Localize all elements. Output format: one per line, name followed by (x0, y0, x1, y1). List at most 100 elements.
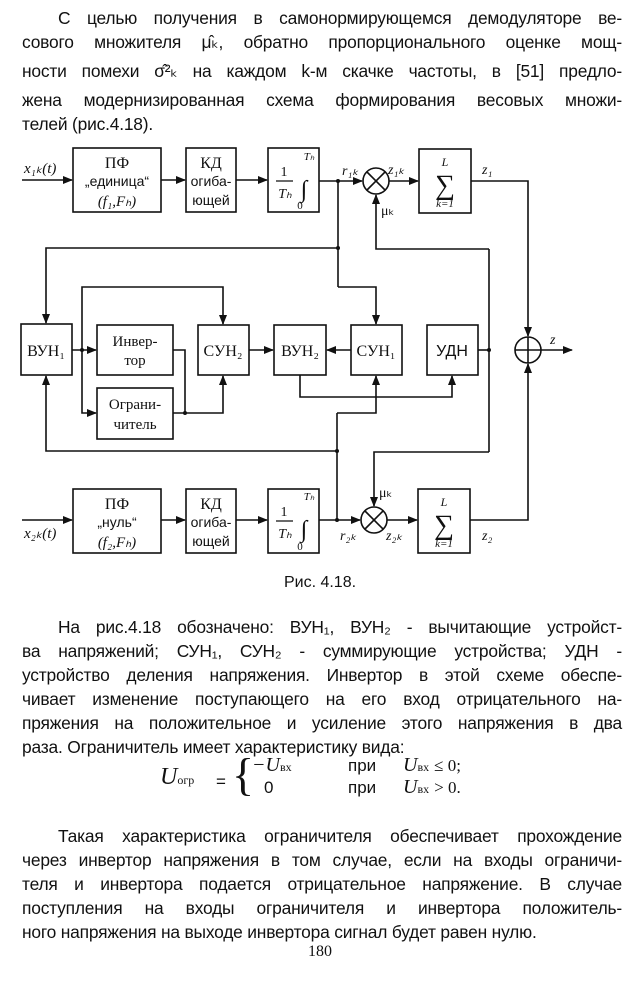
text-line: теля и инвертора подается отрицательное … (22, 874, 622, 894)
bpf2-label: „нуль“ (97, 514, 137, 530)
text-line: поступления на входы ограничителя и инве… (22, 898, 622, 918)
junction-dot (335, 449, 339, 453)
text-line: ва напряжений; СУН₁, СУН₂ - суммирующие … (22, 641, 622, 661)
wire-mu-bottom (370, 451, 489, 507)
sun2-label: СУН₂ (204, 343, 243, 360)
udn-label: УДН (436, 343, 468, 360)
sum1-lower: k=1 (436, 198, 454, 210)
limiter-label: читель (113, 417, 156, 433)
inverter-label: тор (124, 353, 145, 369)
sum-2-box (417, 488, 471, 554)
formula-equals: = (216, 772, 226, 791)
wire-to-vun1-bottom (42, 375, 337, 452)
page-number: 180 (308, 943, 332, 960)
wire-to-sun1-bottom (337, 375, 380, 414)
env1-label: КД (200, 155, 222, 172)
formula-case1-value: −Uвх (252, 754, 292, 776)
signal-mu-top: μₖ (381, 204, 395, 219)
formula-lhs: Uогр (160, 764, 195, 790)
input-label-x2: x₂ₖ(t) (23, 526, 56, 542)
limiter-label: Ограни- (109, 397, 161, 413)
int2-lower: 0 (297, 541, 303, 553)
junction-dot (335, 518, 339, 522)
signal-r2k: r₂ₖ (340, 529, 357, 544)
wire-z1 (471, 180, 532, 337)
text-line: пряжения на положительное и усиление это… (22, 713, 622, 733)
signal-z1: z₁ (481, 163, 492, 178)
junction-dot (80, 348, 84, 352)
bpf1-label: (f₁,Fₕ) (98, 194, 136, 210)
text-line: На рис.4.18 обозначено: ВУН₁, ВУН₂ - выч… (58, 617, 622, 637)
junction-dot (183, 411, 187, 415)
junction-dot (336, 246, 340, 250)
bandpass-filter-2-box (72, 488, 162, 554)
limiter-formula: Uогр = { −Uвх при Uвх ≤ 0; 0 при Uвх > 0… (160, 752, 490, 812)
text-line: ности помехи σ̂²ₖ на каждом k-м скачке ч… (22, 61, 622, 81)
junction-dot (487, 348, 491, 352)
wire-to-sun1-top (338, 286, 380, 325)
formula-case2-word: при (348, 778, 377, 797)
sum2-upper: L (440, 495, 448, 509)
integral-sign: ∫ (299, 177, 309, 204)
env2-label: КД (200, 496, 222, 513)
env2-label: ющей (192, 533, 229, 549)
signal-r1k: r₁ₖ (342, 164, 359, 179)
bpf1-label: ПФ (105, 155, 129, 172)
int1-upper: Tₕ (304, 151, 315, 163)
text-line: сового множителя μ̂ₖ, обратно пропорцион… (22, 32, 622, 52)
text-line: раза. Ограничитель имеет характеристику … (22, 737, 405, 757)
text-line: чивает изменение поступающего на его вхо… (22, 689, 622, 709)
sigma-sign: ∑ (434, 510, 454, 541)
formula-brace: { (232, 749, 255, 800)
integrator-2-box (267, 488, 320, 554)
formula-case1-word: при (348, 756, 377, 775)
signal-z2k: z₂ₖ (385, 529, 403, 544)
signal-z1k: z₁ₖ (387, 163, 405, 178)
text-line: телей (рис.4.18). (22, 114, 154, 134)
wire-to-limiter (81, 350, 97, 417)
input-label-x1: x₁ₖ(t) (23, 161, 56, 177)
env1-label: огиба- (191, 173, 232, 189)
signal-z: z (549, 333, 556, 348)
formula-case1-cond: Uвх ≤ 0; (403, 754, 461, 776)
signal-z2: z₂ (481, 529, 492, 544)
formula-case2-cond: Uвх > 0. (403, 776, 461, 798)
text-line: через инвертор напряжения в том случае, … (22, 850, 622, 870)
integral-sign: ∫ (299, 517, 309, 544)
bpf1-label: „единица“ (85, 173, 149, 189)
int2-den: Tₕ (278, 527, 292, 542)
env2-label: огиба- (191, 514, 232, 530)
vun1-label: ВУН₁ (27, 343, 65, 360)
bpf2-label: ПФ (105, 496, 129, 513)
intro-paragraph: С целью получения в самонормирующемся де… (22, 6, 622, 136)
text-line: ного напряжения на выходе инвертора сигн… (22, 922, 537, 942)
int1-den: Tₕ (278, 187, 292, 202)
int2-num: 1 (281, 505, 288, 520)
wire-inverter-out (173, 349, 186, 413)
signal-mu-bottom: μₖ (379, 486, 393, 501)
wire-mu-top (372, 194, 489, 250)
wire-to-sun2-top (81, 286, 227, 350)
block-diagram: x₁ₖ(t) x₂ₖ(t) ПФ „единица“ (f₁,Fₕ) ПФ „н… (20, 147, 573, 554)
body-paragraph-2: Такая характеристика ограничителя обеспе… (22, 824, 622, 944)
text-line: жена модернизированная схема формировани… (22, 90, 622, 110)
multiplier-1-cross (366, 171, 386, 191)
wire-to-sun2-bottom (173, 375, 227, 414)
body-paragraph-1: На рис.4.18 обозначено: ВУН₁, ВУН₂ - выч… (22, 615, 622, 759)
sum1-upper: L (441, 155, 449, 169)
text-line: С целью получения в самонормирующемся де… (58, 8, 622, 28)
sun1-label: СУН₁ (357, 343, 396, 360)
wire-to-vun1-top (42, 247, 338, 324)
wire-z2 (470, 363, 532, 521)
multiplier-2-cross (364, 510, 384, 530)
envelope-detector-2-box (185, 488, 237, 554)
bpf2-label: (f₂,Fₕ) (98, 535, 136, 551)
int1-num: 1 (281, 165, 288, 180)
junction-dot (336, 179, 340, 183)
inverter-label: Инвер- (112, 334, 157, 350)
text-line: Такая характеристика ограничителя обеспе… (58, 826, 622, 846)
sigma-sign: ∑ (435, 170, 455, 201)
int2-upper: Tₕ (304, 491, 315, 503)
integrator-1-box (267, 147, 320, 213)
figure-caption: Рис. 4.18. (283, 574, 357, 591)
